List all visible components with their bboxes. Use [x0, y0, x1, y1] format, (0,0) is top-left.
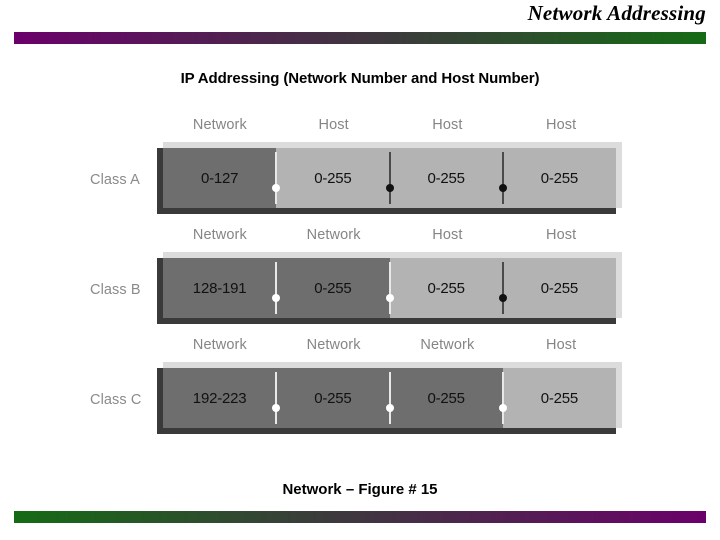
octet-segment: 128-191 — [163, 258, 277, 318]
bottom-gradient-rule — [14, 511, 706, 523]
octet-separator-dot-icon — [385, 152, 394, 204]
octet-value: 0-255 — [427, 279, 465, 297]
octet-value: 0-255 — [314, 279, 352, 297]
ip-addressing-diagram: Network Host Host Host Class A 0-127 0-2… — [0, 110, 720, 440]
address-bar: 128-191 0-255 0-255 0-255 — [157, 252, 622, 324]
segment-header: Network — [420, 337, 475, 353]
segment-header: Host — [546, 117, 577, 133]
class-row: Network Network Host Host Class B 128-19… — [0, 220, 720, 330]
octet-separator-dot-icon — [272, 152, 281, 204]
segment-header: Network — [306, 227, 361, 243]
octet-segment: 0-255 — [498, 368, 616, 428]
octet-separator-dot-icon — [272, 262, 281, 314]
octet-value: 0-255 — [540, 389, 579, 407]
segment-header: Network — [306, 337, 361, 353]
segment-header: Network — [192, 337, 247, 353]
bar-segments: 192-223 0-255 0-255 0-255 — [163, 368, 616, 428]
page-title: Network Addressing — [527, 1, 706, 25]
segment-header: Network — [192, 117, 247, 133]
octet-separator-dot-icon — [498, 152, 507, 204]
slide-subtitle: IP Addressing (Network Number and Host N… — [180, 70, 540, 87]
octet-segment: 0-255 — [272, 368, 390, 428]
segment-header: Network — [192, 227, 247, 243]
octet-segment: 0-255 — [498, 148, 616, 208]
octet-segment: 0-255 — [385, 368, 503, 428]
bar-segments: 128-191 0-255 0-255 0-255 — [163, 258, 616, 318]
octet-separator-dot-icon — [498, 262, 507, 314]
top-gradient-rule — [14, 32, 706, 44]
segment-header: Host — [432, 227, 463, 243]
octet-separator-dot-icon — [385, 262, 394, 314]
octet-value: 0-255 — [427, 389, 465, 407]
octet-segment: 0-255 — [498, 258, 616, 318]
octet-separator-dot-icon — [272, 372, 281, 424]
segment-headers: Network Host Host Host — [163, 117, 618, 133]
segment-headers: Network Network Host Host — [163, 227, 618, 243]
address-bar: 0-127 0-255 0-255 0-255 — [157, 142, 622, 214]
class-row: Network Network Network Host Class C 192… — [0, 330, 720, 440]
class-row: Network Host Host Host Class A 0-127 0-2… — [0, 110, 720, 220]
octet-separator-dot-icon — [385, 372, 394, 424]
address-bar: 192-223 0-255 0-255 0-255 — [157, 362, 622, 434]
octet-segment: 0-255 — [272, 148, 390, 208]
octet-segment: 0-255 — [385, 258, 503, 318]
octet-value: 0-255 — [540, 279, 579, 297]
octet-segment: 192-223 — [163, 368, 277, 428]
bar-segments: 0-127 0-255 0-255 0-255 — [163, 148, 616, 208]
figure-caption: Network – Figure # 15 — [282, 481, 438, 498]
octet-segment: 0-255 — [385, 148, 503, 208]
segment-header: Host — [432, 117, 463, 133]
class-label: Class B — [90, 282, 141, 298]
octet-separator-dot-icon — [498, 372, 507, 424]
octet-value: 0-255 — [540, 169, 579, 187]
octet-segment: 0-255 — [272, 258, 390, 318]
class-label: Class A — [90, 172, 140, 188]
octet-value: 0-255 — [314, 389, 352, 407]
segment-headers: Network Network Network Host — [163, 337, 618, 353]
segment-header: Host — [546, 337, 577, 353]
octet-value: 0-255 — [314, 169, 352, 187]
segment-header: Host — [318, 117, 349, 133]
octet-value: 0-255 — [427, 169, 465, 187]
octet-segment: 0-127 — [163, 148, 277, 208]
class-label: Class C — [90, 392, 142, 408]
segment-header: Host — [546, 227, 577, 243]
